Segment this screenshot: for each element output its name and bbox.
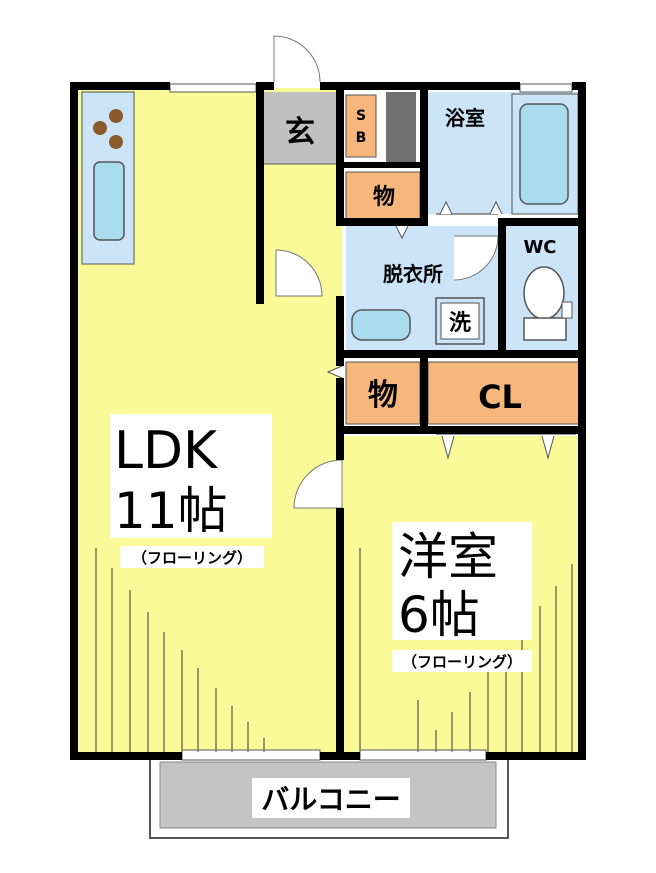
bath-door-arrow <box>439 200 453 215</box>
toilet-bowl <box>523 266 565 320</box>
bedroom-door-swing <box>293 459 343 509</box>
wall <box>336 508 344 760</box>
ldk-size: 11帖 <box>114 482 228 540</box>
wall <box>486 752 586 760</box>
stove-burner <box>93 121 107 135</box>
entrance-area <box>262 92 342 164</box>
wall <box>256 82 264 304</box>
wall <box>336 82 344 222</box>
bathtub-inner <box>519 103 569 205</box>
front-door-swing <box>273 35 321 83</box>
ldk-floor: （フローリング） <box>132 549 252 567</box>
window-bedroom-balcony <box>359 749 487 761</box>
wall <box>70 82 170 90</box>
dressing-label: 脱衣所 <box>383 262 443 286</box>
window-ldk-balcony <box>181 749 321 761</box>
stove-burner <box>109 135 123 149</box>
ldk-floor-bg <box>120 546 264 568</box>
wall <box>336 378 344 460</box>
stove-burner <box>109 109 123 123</box>
balcony-label: バルコニー <box>261 783 400 816</box>
washer-label: 洗 <box>449 311 471 336</box>
toilet-paper <box>561 301 573 319</box>
closet <box>427 361 581 425</box>
bedroom-name: 洋室 <box>398 528 498 586</box>
washbasin <box>351 309 411 341</box>
window-bath <box>519 83 573 93</box>
dressing-door-arrow <box>395 225 409 240</box>
shoe-box-label-s: S <box>356 108 366 124</box>
wall <box>578 82 586 760</box>
bathroom-label: 浴室 <box>445 106 485 130</box>
shoe-box-label-b: B <box>356 130 367 146</box>
entrance-label: 玄 <box>285 115 315 150</box>
bedroom-label-bg <box>392 522 532 640</box>
wall <box>420 358 428 434</box>
pipe-shaft <box>386 92 416 162</box>
flooring-hatch <box>95 548 573 752</box>
shoe-box <box>345 94 377 158</box>
wall <box>336 218 428 226</box>
storage-upper-label: 物 <box>373 184 395 210</box>
walls <box>70 82 586 760</box>
wall <box>498 218 506 358</box>
dressing-door-swing <box>453 235 499 281</box>
ldk-label-bg <box>110 414 272 538</box>
kitchen-sink <box>93 161 125 241</box>
wall <box>336 426 584 434</box>
ldk-door-swing <box>275 249 323 297</box>
bedroom-size: 6帖 <box>398 586 480 644</box>
bedroom-floor: （フローリング） <box>402 653 522 671</box>
toilet-label: WC <box>523 237 556 258</box>
wall <box>70 82 78 760</box>
washer-inner <box>440 302 480 340</box>
bedroom-floor-bg <box>392 650 532 672</box>
ldk-name: LDK <box>114 421 219 481</box>
wall <box>336 296 344 366</box>
balcony-label-bg <box>252 778 410 818</box>
closet-label: CL <box>478 378 522 416</box>
toilet-tank <box>523 317 567 341</box>
wall <box>420 82 428 220</box>
closet-door-arrow <box>541 435 555 460</box>
wall <box>70 752 182 760</box>
wall <box>336 350 584 358</box>
storage-door-arrow <box>326 365 343 379</box>
storage-mid-label: 物 <box>368 378 398 413</box>
bath-door-arrow <box>489 200 503 215</box>
hall-area <box>262 160 342 350</box>
wall <box>256 82 274 90</box>
window-top <box>169 83 257 93</box>
wall <box>336 162 428 168</box>
wall <box>498 218 584 226</box>
storage-mid <box>345 361 421 425</box>
closet-door-arrow <box>441 435 455 460</box>
